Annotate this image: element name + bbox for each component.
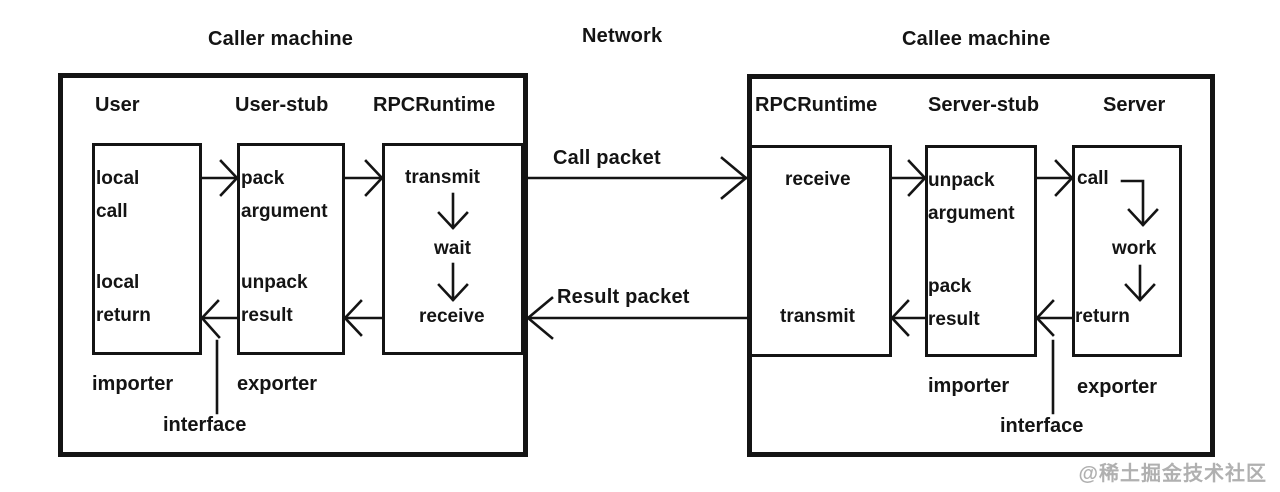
server-stub-unpack-line1: unpack	[928, 170, 995, 191]
callee-machine-title: Callee machine	[902, 28, 1051, 50]
callee-rpc-transmit: transmit	[780, 306, 855, 327]
caller-importer-label: importer	[92, 373, 174, 395]
callee-exporter-label: exporter	[1077, 376, 1158, 398]
callee-column-rpcruntime: RPCRuntime	[755, 94, 878, 116]
caller-rpcruntime-box	[382, 143, 524, 355]
user-local-call-line2: call	[96, 201, 128, 222]
watermark: @稀土掘金技术社区	[1078, 463, 1267, 485]
user-local-return-line1: local	[96, 272, 140, 293]
caller-machine-title: Caller machine	[208, 28, 354, 50]
caller-rpc-transmit: transmit	[405, 167, 480, 188]
network-title: Network	[582, 25, 663, 47]
user-stub-pack-line2: argument	[241, 201, 328, 222]
caller-rpc-receive: receive	[419, 306, 485, 327]
callee-column-server: Server	[1103, 94, 1166, 116]
server-work: work	[1112, 238, 1157, 259]
callee-interface-label: interface	[1000, 415, 1084, 437]
user-stub-box	[237, 143, 345, 355]
server-stub-pack-line2: result	[928, 309, 980, 330]
caller-column-user-stub: User-stub	[235, 94, 329, 116]
callee-rpcruntime-box	[749, 145, 892, 357]
callee-column-server-stub: Server-stub	[928, 94, 1040, 116]
caller-interface-label: interface	[163, 414, 247, 436]
server-return: return	[1075, 306, 1130, 327]
server-stub-pack-line1: pack	[928, 276, 972, 297]
user-box	[92, 143, 202, 355]
caller-column-rpcruntime: RPCRuntime	[373, 94, 496, 116]
server-stub-box	[925, 145, 1037, 357]
user-stub-pack-line1: pack	[241, 168, 285, 189]
callee-importer-label: importer	[928, 375, 1010, 397]
server-call: call	[1077, 168, 1109, 189]
caller-column-user: User	[95, 94, 140, 116]
callee-rpc-receive: receive	[785, 169, 851, 190]
user-stub-unpack-line1: unpack	[241, 272, 308, 293]
user-local-return-line2: return	[96, 305, 151, 326]
caller-machine-box	[58, 73, 528, 457]
user-local-call-line1: local	[96, 168, 140, 189]
server-stub-unpack-line2: argument	[928, 203, 1015, 224]
user-stub-unpack-line2: result	[241, 305, 293, 326]
caller-exporter-label: exporter	[237, 373, 318, 395]
caller-rpc-wait: wait	[434, 238, 471, 259]
result-packet-label: Result packet	[557, 286, 690, 308]
call-packet-label: Call packet	[553, 147, 661, 169]
